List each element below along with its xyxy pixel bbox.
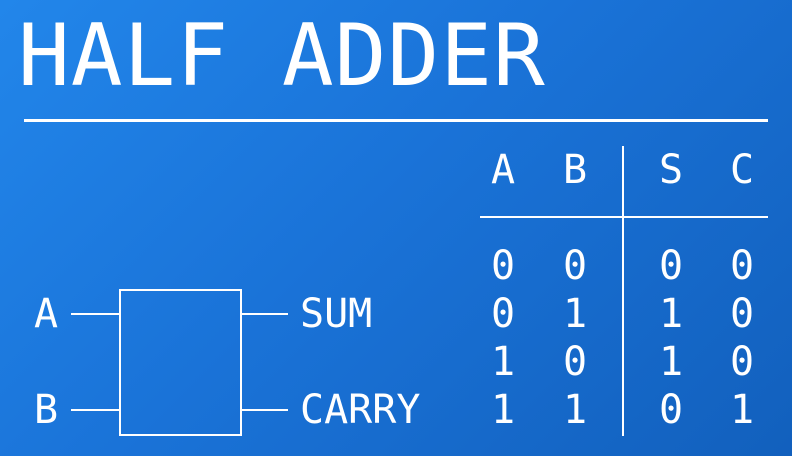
cell-a: 0	[490, 243, 516, 289]
input-b-label: B	[34, 387, 59, 433]
input-a-label: A	[34, 291, 59, 337]
header-a: A	[490, 147, 516, 193]
cell-c: 1	[729, 387, 755, 433]
cell-s: 0	[658, 387, 684, 433]
truth-table-divider-horizontal	[480, 216, 768, 218]
cell-s: 0	[658, 243, 684, 289]
cell-c: 0	[729, 243, 755, 289]
cell-c: 0	[729, 339, 755, 385]
cell-a: 1	[490, 387, 516, 433]
carry-output-label: CARRY	[300, 387, 421, 433]
cell-s: 1	[658, 291, 684, 337]
truth-table-divider-vertical	[622, 146, 624, 436]
sum-output-label: SUM	[300, 291, 373, 337]
cell-b: 0	[562, 339, 588, 385]
input-b-wire	[71, 409, 121, 411]
cell-b: 0	[562, 243, 588, 289]
half-adder-block	[119, 289, 242, 436]
input-a-wire	[71, 313, 121, 315]
carry-output-wire	[240, 409, 288, 411]
cell-s: 1	[658, 339, 684, 385]
cell-c: 0	[729, 291, 755, 337]
cell-a: 0	[490, 291, 516, 337]
diagram-title: HALF ADDER	[18, 6, 546, 106]
cell-b: 1	[562, 387, 588, 433]
header-s: S	[658, 147, 684, 193]
cell-b: 1	[562, 291, 588, 337]
header-c: C	[729, 147, 755, 193]
cell-a: 1	[490, 339, 516, 385]
title-underline	[24, 119, 768, 122]
header-b: B	[562, 147, 588, 193]
sum-output-wire	[240, 313, 288, 315]
